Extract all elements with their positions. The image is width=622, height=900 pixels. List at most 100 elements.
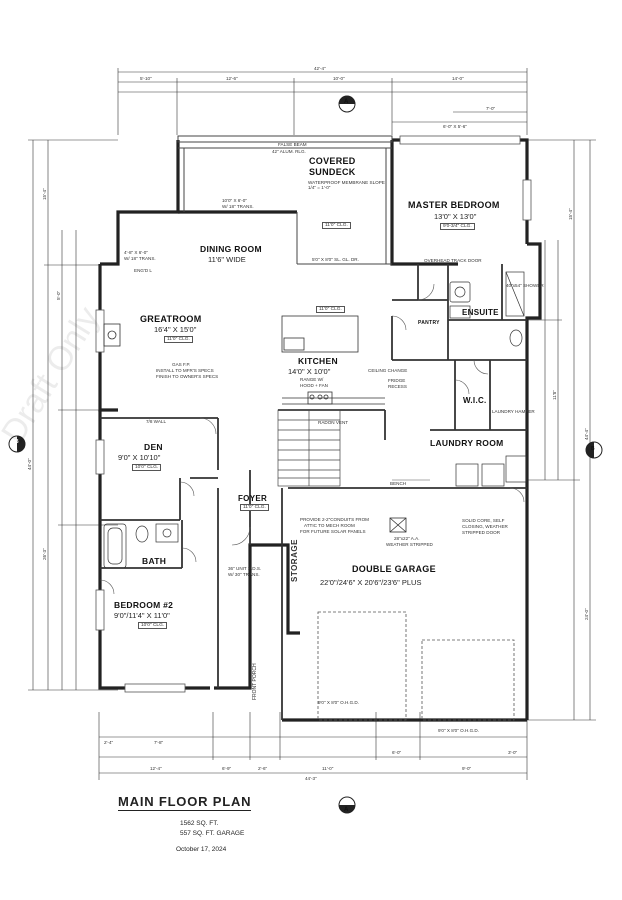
kitchen-counters — [281, 315, 385, 405]
dim-bottom-i: 7'-8" — [154, 740, 164, 745]
section-mark-right: B — [591, 446, 595, 452]
den-ceiling: 10'0" CLG. — [132, 464, 162, 471]
plan-title: MAIN FLOOR PLAN — [118, 794, 252, 811]
conduit-note-3: FOR FUTURE SOLAR PANELS — [300, 529, 366, 534]
kitchen-ceiling: 11'0" CLG. — [316, 306, 345, 313]
room-bedroom2-label: BEDROOM #2 — [114, 600, 174, 610]
attic-hatch-icon — [389, 517, 407, 533]
sundeck-note: WATERPROOF MEMBRANE SLOPE 1/4" = 1'-0" — [308, 180, 385, 191]
room-sundeck-label: SUNDECK — [309, 167, 356, 177]
dim-left-a: 26'-3" — [42, 548, 47, 560]
garage-doors — [317, 611, 515, 721]
plan-date: October 17, 2024 — [176, 846, 227, 853]
master-bedroom-size: 13'0" X 13'0" — [434, 212, 477, 221]
room-kitchen-label: KITCHEN — [298, 356, 338, 366]
trans-2b-note: W/ 18" TRANS. — [124, 256, 156, 261]
bench-note: BENCH — [390, 481, 407, 486]
garage-door-1-note: 9'0" X 8'0" O.H.G.D. — [318, 700, 360, 705]
false-beam-note: FALSE BEAM — [278, 142, 307, 147]
room-pantry-label: PANTRY — [418, 320, 440, 326]
dim-bottom-b: 6'-9" — [222, 766, 232, 771]
greatroom-ceiling: 11'0" CLG. — [164, 336, 193, 343]
section-markers — [8, 95, 603, 814]
dim-bottom-e: 6'-0" — [392, 750, 402, 755]
room-greatroom-label: GREATROOM — [140, 314, 202, 324]
dim-top-e: 7'-0" — [486, 106, 496, 111]
install-note: INSTALL TO MFR'S SPECS — [156, 368, 214, 373]
sundeck-ceiling: 11'0" CLG. — [322, 222, 351, 229]
dim-bottom-overall: 44'-3" — [305, 776, 317, 781]
dim-right-b: 15'-4" — [568, 208, 573, 220]
conduit-note-2: ATTIC TO MECH ROOM — [304, 523, 355, 528]
dim-top-f: 6'-0" X 5'-6" — [443, 124, 467, 129]
hood-note: HOOD + FAN — [300, 383, 328, 388]
front-door-2-note: W/ 30" TRANS. — [228, 572, 260, 577]
bedroom2-size: 9'0"/11'4" X 11'0" — [114, 611, 170, 620]
door-swings — [99, 283, 525, 595]
section-mark-bottom: A — [344, 807, 349, 813]
foyer-ceiling: 11'0" CLG. — [240, 504, 269, 511]
den-size: 9'0" X 10'10" — [118, 453, 161, 462]
front-porch-label: FRONT PORCH — [252, 663, 258, 700]
garage-door-2-note: 9'0" X 8'0" O.H.G.D. — [438, 728, 480, 733]
ensuite-fixtures — [449, 271, 525, 347]
kitchen-size: 14'0" X 10'0" — [288, 367, 331, 376]
trans-1b-note: W/ 18" TRANS. — [222, 204, 254, 209]
dim-top-a: 5'-10" — [140, 76, 152, 81]
shower-note: 40"x54" SHOWER — [506, 283, 544, 288]
trans-1-note: 10'0" X 6'-0" — [222, 198, 247, 203]
left-dimension-lines — [28, 139, 118, 691]
sundeck-outline — [177, 135, 393, 265]
room-foyer-label: FOYER — [238, 494, 268, 503]
plan-area-garage: 557 SQ. FT. GARAGE — [180, 830, 245, 837]
room-master-bedroom-label: MASTER BEDROOM — [408, 200, 500, 210]
stairs — [277, 409, 341, 487]
door-note-1: SOLID CORE, SELF — [462, 518, 505, 523]
laundry-hamper-note: LAUNDRY HAMPER — [492, 409, 535, 414]
slider-note: 5'0" X 8'0" SL. GL. DR. — [312, 257, 359, 262]
section-mark-top: A — [344, 99, 349, 105]
gas-fp-note: GAS F.P. — [172, 362, 191, 367]
trans-2-note: 4'-8" X 6'-0" — [124, 250, 148, 255]
room-covered-label: COVERED — [309, 156, 356, 166]
dim-left-overall: 44'-0" — [27, 458, 32, 470]
dim-top-d: 14'-0" — [452, 76, 464, 81]
right-dimension-lines — [527, 139, 596, 721]
rail-note: 42" ALUM. RLG. — [272, 149, 306, 154]
laundry-fixtures — [455, 455, 527, 487]
door-note-3: STRIPPED DOOR — [462, 530, 501, 535]
greatroom-size: 16'4" X 15'0" — [154, 325, 197, 334]
fridge-note: FRIDGE — [388, 378, 406, 383]
dim-left-c: 5'-0" — [56, 290, 61, 300]
room-den-label: DEN — [144, 442, 163, 452]
recess-note: RECESS — [388, 384, 407, 389]
bath-fixtures — [103, 523, 179, 569]
room-bath-label: BATH — [142, 556, 167, 566]
dim-bottom-a: 12'-4" — [150, 766, 162, 771]
dining-size: 11'6" WIDE — [208, 255, 246, 264]
room-wic-label: W.I.C. — [463, 396, 487, 405]
bedroom2-ceiling: 10'0" CLG. — [138, 622, 168, 629]
room-storage-label: STORAGE — [290, 539, 299, 582]
dim-bottom-h: 2'-4" — [104, 740, 114, 745]
radon-note: RADON VENT — [318, 420, 349, 425]
overhead-door-note: OVERHEAD TRACK DOOR — [424, 258, 482, 263]
top-dimension-lines — [117, 68, 528, 135]
dim-bottom-g: 3'-0" — [508, 750, 518, 755]
room-dining-label: DINING ROOM — [200, 244, 262, 254]
garage-size: 22'0"/24'6" X 20'6"/23'6" PLUS — [320, 578, 422, 587]
weather-note: WEATHER STRIPPED — [386, 542, 433, 547]
bottom-dimension-lines — [98, 712, 528, 780]
attic-hatch-note: 28"x22" A.A. — [394, 536, 420, 541]
range-note: RANGE W/ — [300, 377, 324, 382]
dim-bottom-d: 11'-0" — [322, 766, 334, 771]
dim-top-c: 10'-0" — [333, 76, 345, 81]
interior-walls — [100, 264, 527, 720]
room-laundry-label: LAUNDRY ROOM — [430, 438, 504, 448]
fireplace-icon — [103, 323, 121, 347]
conduit-note-1: PROVIDE 2-2"CONDUITS FROM — [300, 517, 370, 522]
plan-area-main: 1562 SQ. FT. — [180, 820, 219, 827]
room-garage-label: DOUBLE GARAGE — [352, 564, 436, 574]
dim-right-c: 11'8" — [552, 390, 557, 400]
